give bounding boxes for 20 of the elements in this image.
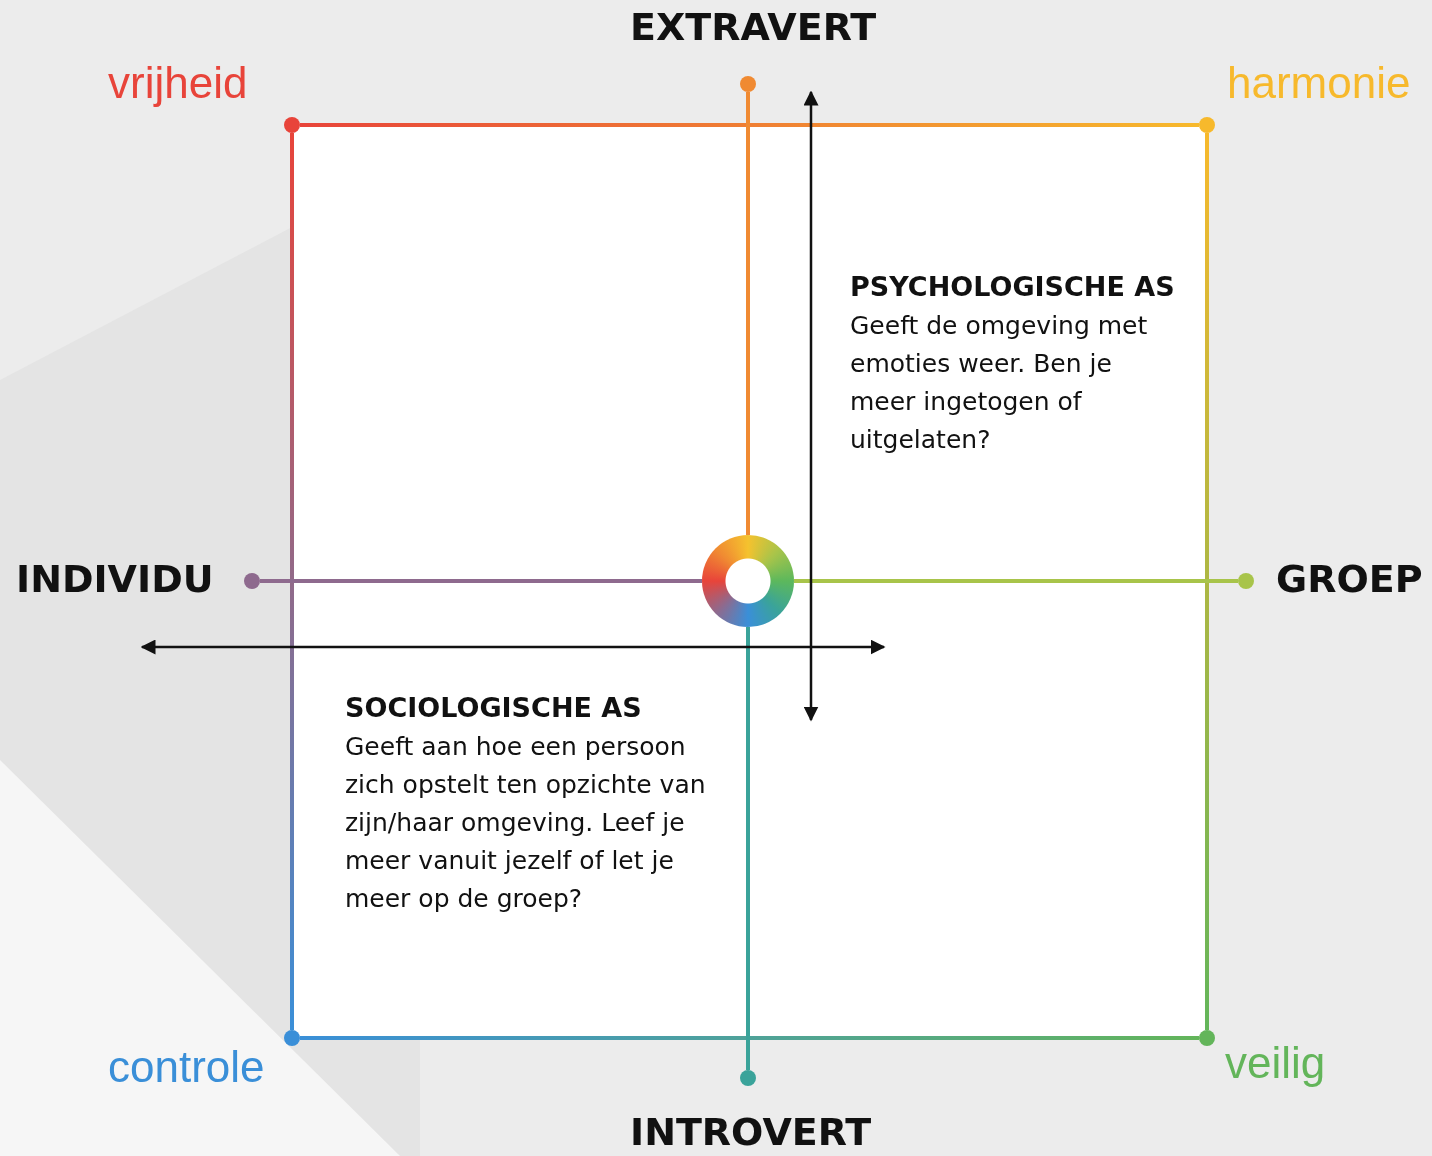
axis-description: Geeft aan hoe een persoon zich opstelt ten opzichte van zijn/haar omgeving. Leef je meer vanuit jezelf of let je meer op de groep? [345, 731, 707, 915]
axis-heading: SOCIOLOGISCHE AS [345, 691, 643, 725]
connector-line [746, 92, 750, 535]
axis-label: GROEP [1276, 557, 1423, 601]
axis-label: INDIVIDU [16, 557, 214, 601]
axis-label: INTROVERT [630, 1110, 872, 1154]
connector-line [290, 133, 294, 1030]
connector-line [794, 579, 1238, 583]
connector-line [260, 579, 702, 583]
connector-line [746, 627, 750, 1070]
value-label: controle [108, 1042, 265, 1092]
value-label: veilig [1225, 1038, 1326, 1088]
connector-line [300, 1036, 1199, 1040]
axis-label: EXTRAVERT [630, 5, 877, 49]
connector-line [1205, 133, 1209, 1030]
axis-description: Geeft de omgeving met emoties weer. Ben je meer ingetogen of uitgelaten? [850, 310, 1149, 456]
axis-heading: PSYCHOLOGISCHE AS [850, 270, 1176, 304]
value-label: harmonie [1227, 58, 1411, 108]
connector-line [300, 123, 1199, 127]
value-label: vrijheid [108, 58, 248, 108]
